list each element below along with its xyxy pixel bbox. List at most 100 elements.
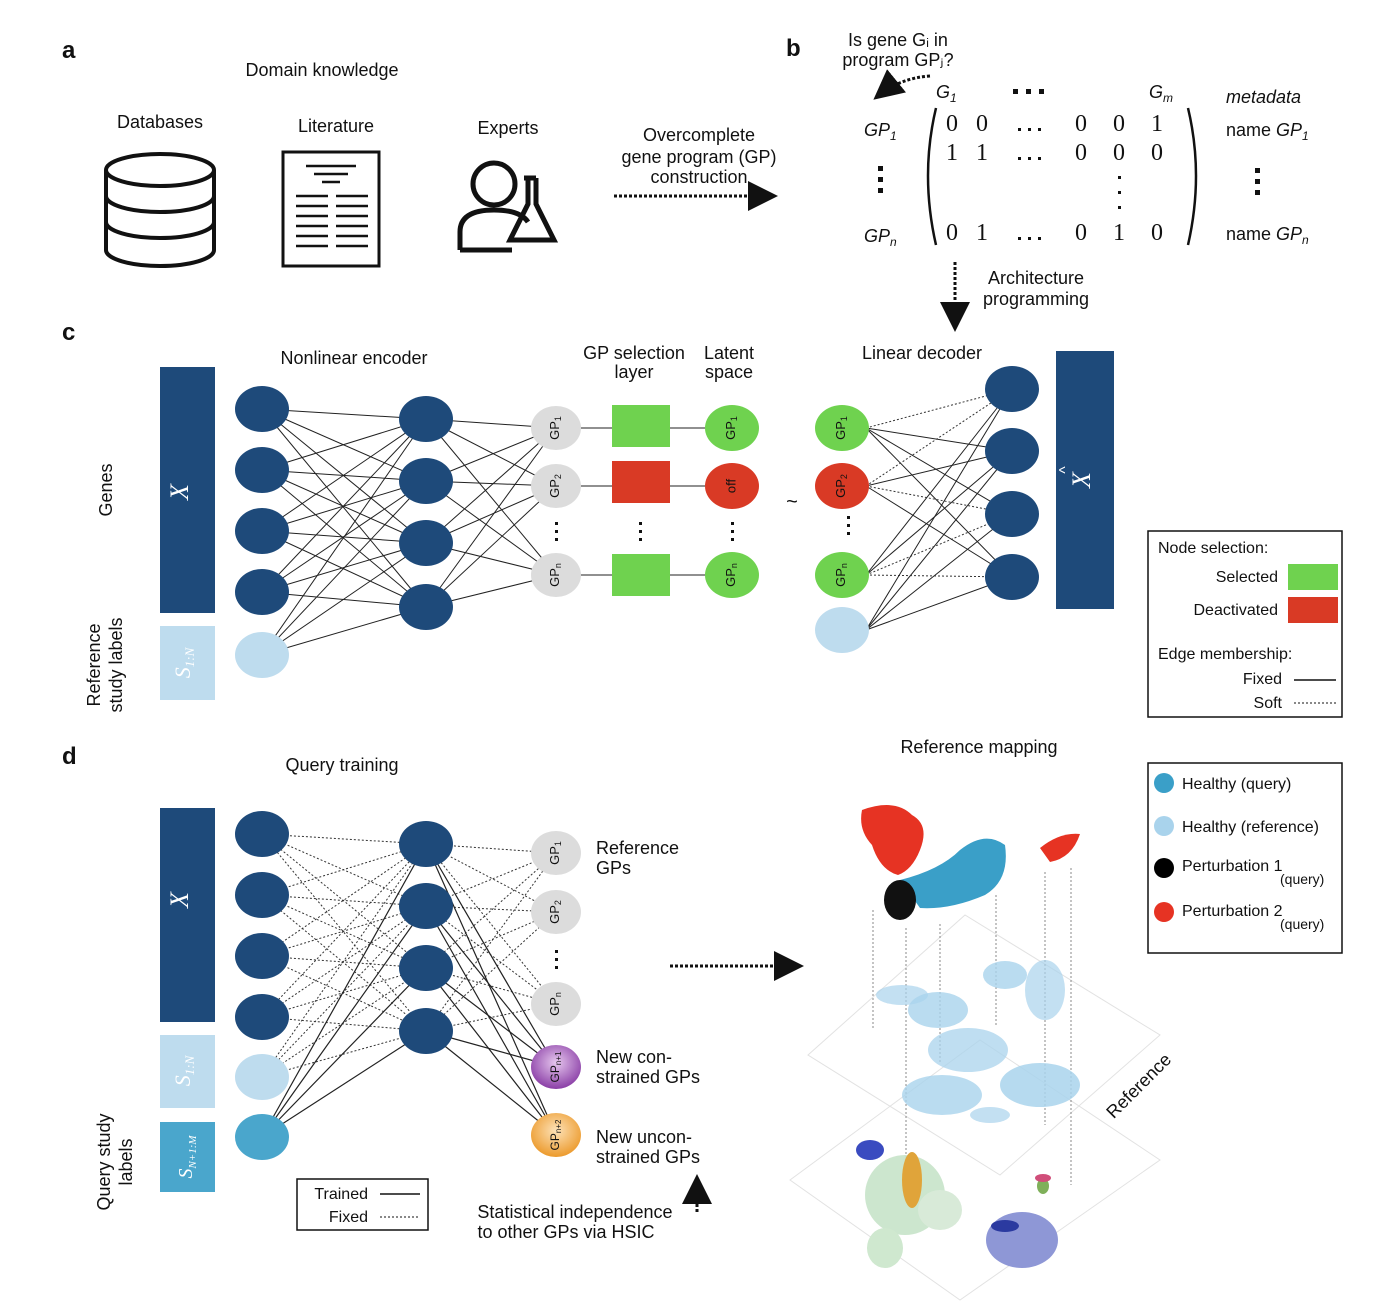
- decoder-gp-node-n-label: GPn: [833, 563, 849, 587]
- umap-illustration: [789, 805, 1161, 1301]
- query-label-2: labels: [116, 1138, 136, 1185]
- enc-ref-label-node: [235, 632, 289, 678]
- experts-label: Experts: [477, 118, 538, 138]
- genes-label: Genes: [96, 463, 116, 516]
- reference-plane: [807, 914, 1161, 1176]
- col-ellipsis: [1013, 89, 1044, 94]
- question-arrow: [873, 69, 931, 100]
- col-header-gm: Gm: [1149, 82, 1173, 105]
- decoder-gp-node-2: [815, 463, 869, 509]
- literature-label: Literature: [298, 116, 374, 136]
- m-r1-c1: 0: [946, 111, 958, 137]
- decoder-edges-fixed: [865, 388, 1013, 631]
- query-in-node: [235, 933, 289, 979]
- query-label-1: Query study: [94, 1113, 114, 1210]
- metadata-header: metadata: [1226, 87, 1301, 107]
- domain-knowledge-title: Domain knowledge: [245, 60, 398, 80]
- m-r2-c2: 1: [976, 140, 988, 166]
- input-x-symbol: X: [165, 483, 194, 501]
- panel-label-d: d: [62, 743, 77, 770]
- query-gp-node-n1-label: GPn+1: [548, 1051, 563, 1082]
- healthy-reference-clusters: [876, 960, 1080, 1123]
- gp-node-1-label: GP1: [547, 416, 563, 440]
- query-gp-node-1-label: GP1: [547, 841, 563, 865]
- panel-label-a: a: [62, 37, 76, 64]
- gp-node-2-label: GP2: [547, 474, 563, 498]
- latent-node-1-label: GP1: [723, 416, 739, 440]
- latent-node-n: [705, 552, 759, 598]
- query-gp-node-n-label: GPn: [547, 992, 563, 1016]
- base-colored-clusters: [856, 1140, 1058, 1268]
- legend-perturbation2-label-1: Perturbation 2: [1182, 903, 1283, 920]
- selection-square-selected-1: [612, 405, 670, 447]
- m-r2-c5: 0: [1151, 140, 1163, 166]
- legend-selected-swatch: [1288, 564, 1338, 590]
- query-hidden-node: [399, 883, 453, 929]
- query-input-nodes: [235, 811, 289, 1040]
- databases-label: Databases: [117, 112, 203, 132]
- output-gene-bar: [1056, 351, 1114, 609]
- enc-in-node: [235, 569, 289, 615]
- dec-out-node: [985, 428, 1039, 474]
- s-symbol-c: S1:N: [170, 646, 197, 678]
- s-symbol-d1: S1:N: [170, 1054, 197, 1086]
- matrix-ellipses: [1018, 128, 1121, 240]
- query-training-title: Query training: [285, 755, 398, 775]
- gp-construction-label-1: Overcomplete: [643, 125, 755, 145]
- row-header-gp1: GP1: [864, 120, 897, 143]
- document-icon: [281, 150, 381, 268]
- hsic-label-2: to other GPs via HSIC: [477, 1222, 654, 1242]
- ref-label-bar: [160, 626, 215, 700]
- encoder-hidden-nodes: [399, 396, 453, 630]
- query-gp-node-n2-label: GPn+2: [548, 1119, 563, 1150]
- gp-node-n: [531, 553, 581, 597]
- sampling-tilde: ~: [786, 491, 798, 513]
- gp-node-1: [531, 406, 581, 450]
- reference-gps-label-2: GPs: [596, 858, 631, 878]
- matrix-right-bracket: [1186, 107, 1198, 246]
- latent-node-1: [705, 405, 759, 451]
- architecture-label-1: Architecture: [988, 268, 1084, 288]
- enc-in-node: [235, 508, 289, 554]
- legend-deactivated-label: Deactivated: [1194, 602, 1279, 619]
- new-unconstrained-label-1: New uncon-: [596, 1127, 692, 1147]
- legend-trained-label: Trained: [314, 1186, 368, 1203]
- query-gp-node-n1: [531, 1045, 581, 1089]
- query-clusters: [861, 805, 1080, 920]
- enc-hidden-node: [399, 584, 453, 630]
- new-constrained-label-1: New con-: [596, 1047, 672, 1067]
- new-constrained-label-2: strained GPs: [596, 1067, 700, 1087]
- legend-deactivated-swatch: [1288, 597, 1338, 623]
- selection-ellipsis: [639, 522, 642, 541]
- architecture-label-2: programming: [983, 289, 1089, 309]
- decoder-gp-node-1-label: GP1: [833, 416, 849, 440]
- gp-node-2: [531, 464, 581, 508]
- legend-perturbation2-swatch: [1154, 902, 1174, 922]
- gp-selection-title-1: GP selection: [583, 343, 685, 363]
- hsic-label-1: Statistical independence: [477, 1202, 672, 1222]
- encoder-title: Nonlinear encoder: [280, 348, 427, 368]
- latent-node-n-label: GPn: [723, 563, 739, 587]
- encoder-edges: [261, 408, 705, 656]
- gp-encoder-nodes: GP1 GP2 GPn: [531, 406, 581, 597]
- encoder-input-nodes: [235, 386, 289, 615]
- metadata-vertical-ellipsis: [1255, 168, 1260, 195]
- query-in-node: [235, 872, 289, 918]
- query-hidden-nodes: [399, 821, 453, 1054]
- output-xhat-symbol: X: [1067, 471, 1096, 489]
- legend-perturbation1-label-1: Perturbation 1: [1182, 858, 1283, 875]
- m-rn-c5: 0: [1151, 220, 1163, 246]
- legend-fixed-label: Fixed: [1243, 671, 1282, 688]
- scientist-icon: [457, 160, 559, 253]
- col-header-g1: G1: [936, 82, 957, 105]
- dec-out-node: [985, 491, 1039, 537]
- query-x-symbol: X: [165, 891, 194, 909]
- legend-perturbation1-swatch: [1154, 858, 1174, 878]
- new-unconstrained-label-2: strained GPs: [596, 1147, 700, 1167]
- input-gene-bar: [160, 367, 215, 613]
- legend-healthy-query-label: Healthy (query): [1182, 776, 1291, 793]
- dec-out-node: [985, 366, 1039, 412]
